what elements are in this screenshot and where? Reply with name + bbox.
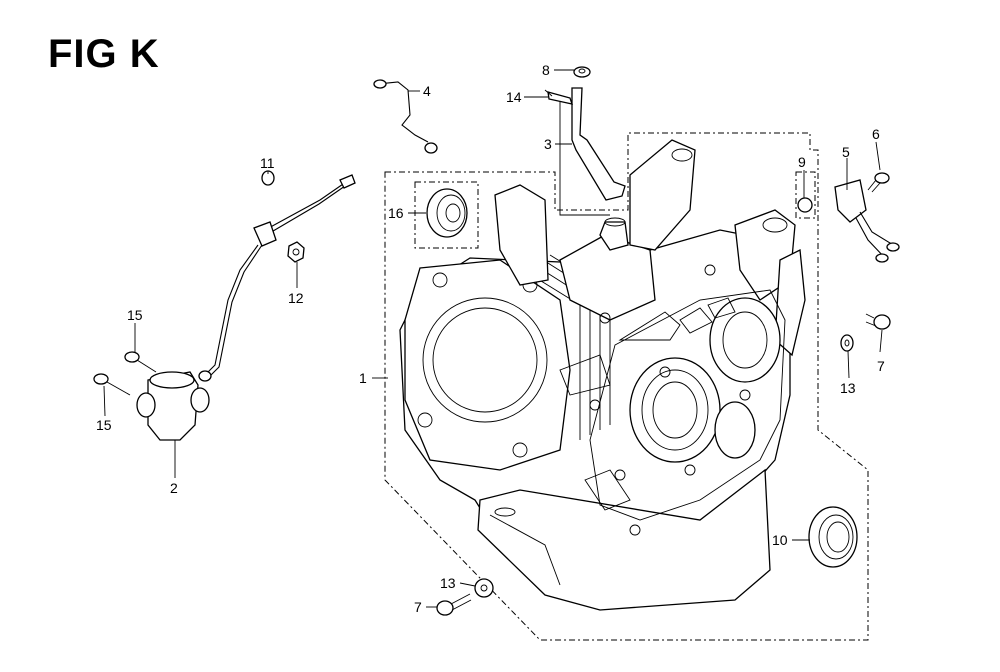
callout-7-right: 7 bbox=[877, 358, 885, 374]
callout-1: 1 bbox=[359, 370, 367, 386]
bearing bbox=[414, 181, 479, 249]
figure-title: FIG K bbox=[48, 32, 160, 76]
bracket-plate bbox=[834, 179, 900, 263]
callout-9: 9 bbox=[798, 154, 806, 170]
bolt-7-bottom bbox=[436, 593, 472, 616]
callout-7-bottom: 7 bbox=[414, 599, 422, 615]
top-nut bbox=[573, 66, 591, 78]
washer-9 bbox=[795, 171, 816, 219]
callout-15-bottom: 15 bbox=[96, 417, 112, 433]
bolt-7-right bbox=[865, 313, 891, 330]
callout-15-top: 15 bbox=[127, 307, 143, 323]
callout-6: 6 bbox=[872, 126, 880, 142]
crankcase bbox=[399, 139, 806, 611]
governor-rod bbox=[559, 87, 626, 216]
callout-14: 14 bbox=[506, 89, 522, 105]
callout-13-bottom: 13 bbox=[440, 575, 456, 591]
callout-11: 11 bbox=[260, 155, 275, 171]
callout-12: 12 bbox=[288, 290, 304, 306]
callout-2: 2 bbox=[170, 480, 178, 496]
callout-13-right: 13 bbox=[840, 380, 856, 396]
oil-sensor-assembly bbox=[93, 174, 356, 441]
callouts: 1 2 3 4 5 6 7 7 8 9 10 11 12 13 13 14 15… bbox=[96, 62, 885, 615]
callout-16: 16 bbox=[388, 205, 404, 221]
sensor-wire bbox=[373, 79, 438, 154]
assembly-boundary bbox=[384, 132, 869, 641]
bolt-6 bbox=[867, 172, 890, 193]
callout-8: 8 bbox=[542, 62, 550, 78]
callout-5: 5 bbox=[842, 144, 850, 160]
washer-13-bottom bbox=[474, 578, 494, 598]
leader-lines bbox=[103, 69, 883, 608]
washer-13-right bbox=[840, 334, 854, 352]
clip-pin bbox=[544, 89, 573, 105]
nut-12 bbox=[287, 241, 305, 263]
callout-3: 3 bbox=[544, 136, 552, 152]
callout-10: 10 bbox=[772, 532, 788, 548]
oil-seal bbox=[808, 506, 858, 568]
callout-4: 4 bbox=[423, 83, 431, 99]
